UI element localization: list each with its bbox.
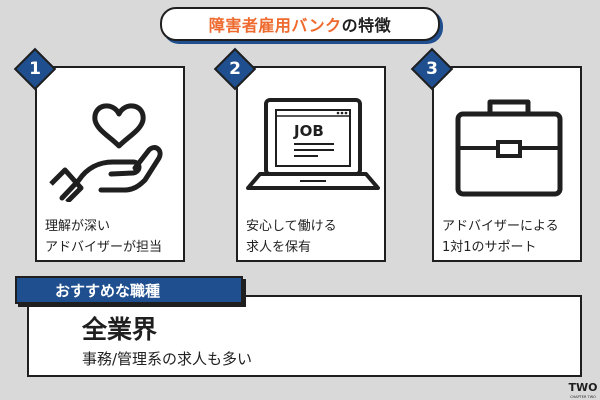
feature-card-2: JOB 安心して働ける 求人を保有: [236, 66, 386, 262]
feature-text-1: 理解が深い アドバイザーが担当: [45, 219, 163, 255]
feature-card-1: 理解が深い アドバイザーが担当: [35, 66, 185, 262]
logo-subtext: CHAPTER TWO: [570, 395, 596, 399]
feature-text-3: アドバイザーによる 1対1のサポート: [442, 219, 559, 255]
recommended-jobs-sub: 事務/管理系の求人も多い: [82, 350, 253, 368]
feature-number-1: 1: [29, 59, 41, 79]
page-title: 障害者雇用バンクの特徴: [160, 7, 440, 41]
heart-hand-icon: [49, 103, 163, 202]
feature-number-3: 3: [426, 59, 438, 79]
recommended-jobs-box: [27, 295, 582, 377]
title-accent: 障害者雇用バンク: [208, 16, 342, 35]
title-suffix: の特徴: [341, 16, 392, 35]
feature-card-3: アドバイザーによる 1対1のサポート: [432, 66, 582, 262]
feature-number-badge-2: 2: [213, 47, 257, 91]
job-label: JOB: [293, 122, 324, 140]
feature-number-badge-3: 3: [410, 47, 454, 91]
recommended-jobs-main: 全業界: [82, 315, 158, 344]
chapter-two-logo: TWO CHAPTER TWO: [566, 377, 600, 400]
briefcase-icon: [455, 99, 563, 197]
job-laptop-icon: JOB: [246, 98, 380, 190]
logo-text: TWO: [569, 381, 598, 394]
feature-text-2: 安心して働ける 求人を保有: [246, 219, 337, 255]
recommended-jobs-tab: おすすめな職種: [15, 276, 243, 304]
feature-number-2: 2: [229, 59, 241, 79]
feature-number-badge-1: 1: [13, 47, 57, 91]
